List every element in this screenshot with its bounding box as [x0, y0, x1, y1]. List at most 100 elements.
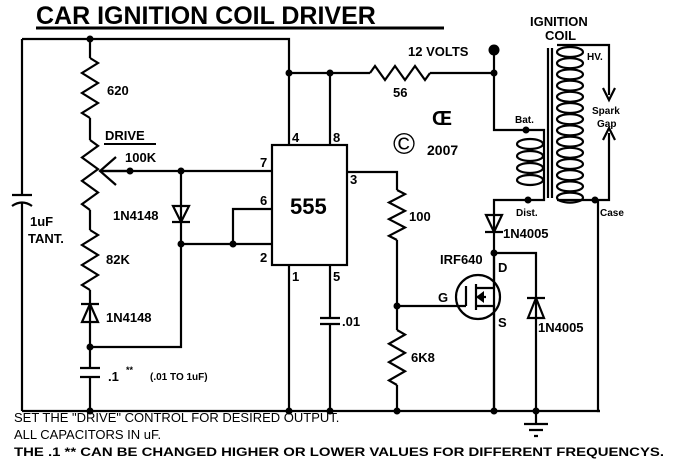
resistor-620	[79, 57, 101, 119]
secondary-winding	[555, 124, 585, 137]
wire-diode-column	[90, 171, 183, 349]
wire-clamp	[494, 251, 538, 411]
source-label: S	[498, 315, 507, 330]
capacitor-tantalum	[11, 201, 33, 207]
copyright-symbol: ©	[393, 128, 415, 161]
secondary-winding	[555, 68, 585, 81]
hv-label: HV.	[587, 52, 603, 63]
potentiometer-100k	[80, 139, 100, 211]
mosfet-irf640	[454, 273, 502, 321]
junction	[229, 240, 237, 248]
wire-secondary	[557, 43, 611, 413]
author-logo: Œ	[432, 108, 452, 130]
secondary-winding	[555, 79, 585, 92]
wire-output	[347, 170, 399, 411]
r56-label: 56	[393, 85, 407, 100]
junctions	[86, 35, 599, 415]
bat-label: Bat.	[515, 115, 534, 126]
drive-label: DRIVE	[105, 128, 145, 143]
coil-title: IGNITION	[530, 14, 588, 29]
secondary-winding	[555, 191, 585, 204]
spark-gap-label-2: Gap	[597, 119, 616, 130]
d1-label: 1N4148	[113, 208, 159, 223]
secondary-winding	[555, 169, 585, 182]
junction	[285, 407, 293, 415]
junction	[177, 167, 185, 175]
r82k-label: 82K	[106, 252, 130, 267]
timing-cap-mark: **	[126, 365, 134, 375]
tant-cap-label: 1uF	[30, 214, 53, 229]
pin-5-label: 5	[333, 269, 340, 284]
dist-label: Dist.	[516, 208, 538, 219]
secondary-winding	[555, 57, 585, 70]
coil-title-2: COIL	[545, 28, 576, 43]
timing-cap-range: (.01 TO 1uF)	[150, 372, 208, 383]
resistor-56	[369, 64, 431, 82]
junction	[522, 126, 530, 134]
wire-top-rail	[22, 37, 291, 145]
ic-label: 555	[290, 194, 327, 219]
spark-gap-arrows	[602, 87, 616, 141]
junction	[177, 240, 185, 248]
mosfet-arrow	[476, 291, 484, 303]
junction	[86, 407, 94, 415]
junction	[86, 343, 94, 351]
pot-label: 100K	[125, 150, 157, 165]
gate-label: G	[438, 290, 448, 305]
secondary-winding	[555, 180, 585, 193]
pin-2-label: 2	[260, 250, 267, 265]
primary-winding	[515, 137, 545, 151]
junction	[524, 196, 532, 204]
primary-winding	[515, 149, 545, 163]
note-line: SET THE "DRIVE" CONTROL FOR DESIRED OUTP…	[14, 410, 339, 425]
ground-icon	[524, 411, 548, 438]
secondary-winding	[555, 101, 585, 115]
transformer-core	[546, 48, 554, 198]
r620-label: 620	[107, 83, 129, 98]
wire-pin6	[231, 207, 272, 244]
d4-label: 1N4005	[538, 320, 584, 335]
junction	[285, 69, 293, 77]
resistor-6k8	[386, 329, 408, 386]
tant-cap-type: TANT.	[28, 231, 64, 246]
d2-label: 1N4148	[106, 310, 152, 325]
pin-8-label: 8	[333, 130, 340, 145]
wire-vcc	[289, 71, 494, 145]
r6k8-label: 6K8	[411, 350, 435, 365]
supply-terminal	[488, 44, 500, 56]
drain-label: D	[498, 260, 507, 275]
junction	[326, 69, 334, 77]
resistor-100	[386, 189, 408, 241]
secondary-winding	[555, 45, 585, 59]
ic-555	[270, 143, 349, 267]
pin-6-label: 6	[260, 193, 267, 208]
note-line: ALL CAPACITORS IN uF.	[14, 427, 161, 442]
diagram-title: CAR IGNITION COIL DRIVER	[36, 2, 376, 30]
resistor-82k	[79, 229, 101, 291]
pin-7-label: 7	[260, 155, 267, 170]
control-cap-label: .01	[342, 314, 360, 329]
junction	[393, 407, 401, 415]
secondary-winding	[555, 90, 585, 103]
mosfet-label: IRF640	[440, 252, 483, 267]
junction	[591, 196, 599, 204]
d3-label: 1N4005	[503, 226, 549, 241]
junction	[326, 407, 334, 415]
case-label: Case	[600, 208, 624, 219]
pin-3-label: 3	[350, 172, 357, 187]
r100-label: 100	[409, 209, 431, 224]
secondary-winding	[555, 135, 585, 148]
pin-1-label: 1	[292, 269, 299, 284]
primary-winding	[515, 173, 545, 187]
junction	[490, 69, 498, 77]
components	[11, 45, 616, 438]
pin-4-label: 4	[292, 130, 300, 145]
secondary-winding	[555, 146, 585, 159]
primary-winding	[515, 161, 545, 175]
copyright-year: 2007	[427, 142, 458, 158]
secondary-winding	[555, 157, 585, 171]
junction	[393, 302, 401, 310]
timing-cap-label: .1	[108, 369, 119, 384]
